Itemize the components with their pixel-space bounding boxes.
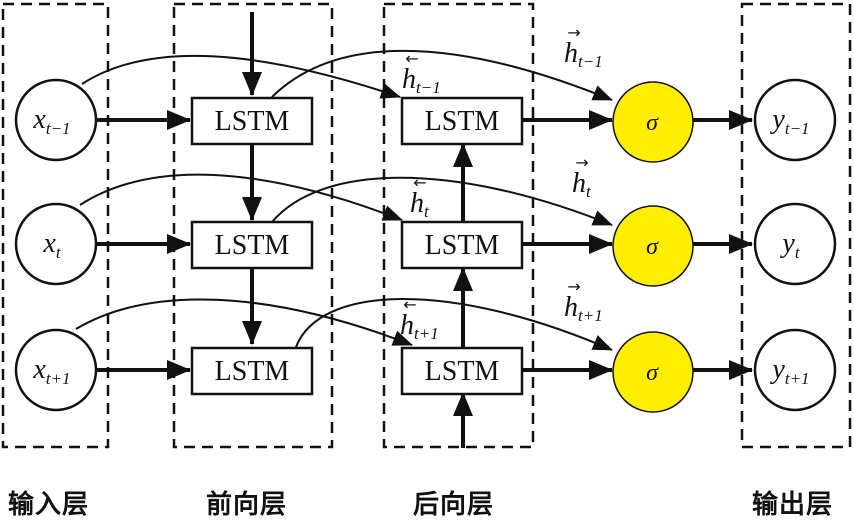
forward-hidden-label-arrow: → [575, 153, 588, 172]
output-node-label-sub: t−1 [785, 119, 810, 138]
backward-layer-box [382, 2, 535, 449]
input-node-label: xt [42, 228, 61, 262]
backward-lstm-cell [400, 346, 524, 396]
layer-label-output: 输出层 [752, 490, 834, 520]
input-node-label-var: x [32, 354, 46, 385]
input-node-label-sub: t−1 [46, 119, 71, 138]
forward-to-sigma-curve-2 [271, 176, 613, 226]
output-layer-box [740, 2, 852, 449]
backward-hidden-label: ht−1 [402, 64, 441, 97]
forward-lstm-label: LSTM [215, 230, 290, 261]
sigma-node [612, 81, 694, 163]
forward-hidden-label: ht [572, 168, 592, 201]
input-node-label-var: x [42, 228, 56, 259]
input-to-backward-curve-3 [75, 298, 413, 346]
output-node-label-var: y [779, 228, 795, 259]
sigma-label: σ [646, 110, 659, 136]
input-node [14, 78, 98, 162]
forward-hidden-label-var: h [564, 38, 578, 69]
backward-hidden-label-sub: t+1 [414, 324, 439, 343]
output-node [753, 78, 837, 162]
forward-to-sigma-curve-1 [271, 49, 613, 101]
forward-hidden-label-var: h [564, 292, 578, 323]
sigma-label: σ [646, 360, 659, 386]
output-node-label-var: y [769, 104, 785, 135]
output-node-label-var: y [769, 354, 785, 385]
output-node [753, 202, 837, 286]
output-node-label-sub: t [795, 243, 801, 262]
input-node-label-sub: t [56, 243, 62, 262]
backward-lstm-label: LSTM [425, 230, 500, 261]
sigma-node [612, 205, 694, 287]
input-node-label: xt+1 [32, 354, 70, 388]
backward-hidden-label: ht+1 [400, 310, 439, 343]
forward-hidden-label-var: h [572, 168, 586, 199]
backward-hidden-label-arrow: ← [413, 173, 426, 192]
backward-hidden-label-var: h [400, 310, 414, 341]
forward-to-sigma-curve-3 [295, 298, 613, 351]
backward-hidden-label-var: h [410, 188, 424, 219]
output-node [753, 328, 837, 412]
backward-hidden-label-sub: t [424, 202, 430, 221]
layer-label-backward: 后向层 [413, 490, 495, 520]
backward-hidden-label: ht [410, 188, 430, 221]
forward-lstm-cell [190, 96, 314, 146]
output-node-label: yt+1 [769, 354, 809, 388]
sigma-label: σ [646, 234, 659, 260]
input-node [14, 202, 98, 286]
forward-lstm-cell [190, 346, 314, 396]
forward-hidden-label-sub: t−1 [578, 52, 603, 71]
backward-lstm-cell [400, 96, 524, 146]
output-node-label-sub: t+1 [785, 369, 810, 388]
layer-label-input: 输入层 [8, 490, 90, 520]
input-to-backward-curve-1 [81, 54, 401, 99]
backward-hidden-label-arrow: ← [403, 295, 416, 314]
forward-layer-box [172, 2, 334, 449]
input-to-backward-curve-2 [79, 173, 403, 221]
backward-hidden-label-arrow: ← [405, 49, 418, 68]
forward-lstm-label: LSTM [215, 106, 290, 137]
input-node-label: xt−1 [32, 104, 70, 138]
forward-hidden-label-sub: t [586, 182, 592, 201]
output-node-label: yt−1 [769, 104, 809, 138]
layer-label-forward: 前向层 [206, 490, 288, 520]
forward-hidden-label: ht−1 [564, 38, 603, 71]
output-node-label: yt [779, 228, 800, 262]
forward-lstm-cell [190, 220, 314, 270]
forward-hidden-label-arrow: → [567, 277, 580, 296]
backward-lstm-label: LSTM [425, 106, 500, 137]
forward-hidden-label: ht+1 [564, 292, 603, 325]
forward-hidden-label-sub: t+1 [578, 306, 603, 325]
input-layer-box [1, 2, 110, 449]
forward-hidden-label-arrow: → [567, 23, 580, 42]
sigma-node [612, 331, 694, 413]
backward-lstm-label: LSTM [425, 356, 500, 387]
input-node [14, 328, 98, 412]
forward-lstm-label: LSTM [215, 356, 290, 387]
input-node-label-sub: t+1 [46, 369, 71, 388]
input-node-label-var: x [32, 104, 46, 135]
backward-hidden-label-sub: t−1 [416, 78, 441, 97]
backward-lstm-cell [400, 220, 524, 270]
backward-hidden-label-var: h [402, 64, 416, 95]
